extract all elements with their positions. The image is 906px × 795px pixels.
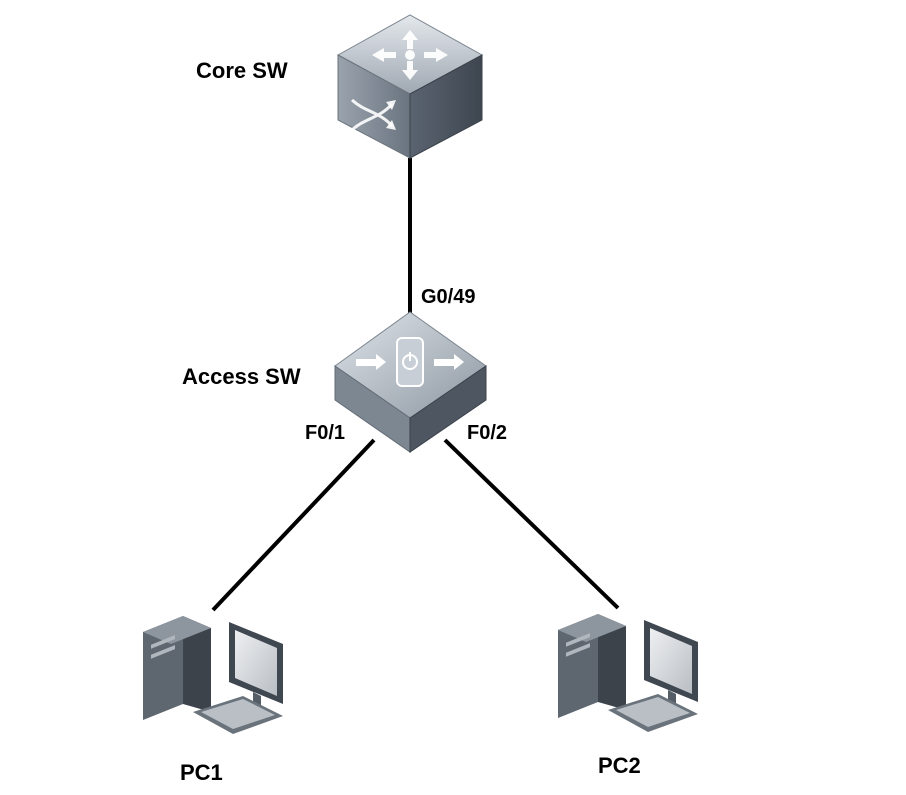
desktop-computer-icon — [558, 614, 698, 732]
access-switch-label: Access SW — [182, 364, 301, 389]
core-switch-label: Core SW — [196, 58, 288, 83]
pc1-label: PC1 — [180, 760, 223, 785]
port-label-f0-2: F0/2 — [467, 422, 508, 444]
port-label-g0-49: G0/49 — [421, 286, 476, 308]
desktop-computer-icon — [143, 616, 283, 734]
pc2-label: PC2 — [598, 753, 641, 778]
link-access-pc1 — [211, 438, 376, 612]
link-access-pc2 — [443, 438, 620, 610]
layer3-switch-icon — [336, 14, 484, 159]
access-switch-icon — [334, 311, 487, 453]
port-label-f0-1: F0/1 — [305, 422, 346, 444]
